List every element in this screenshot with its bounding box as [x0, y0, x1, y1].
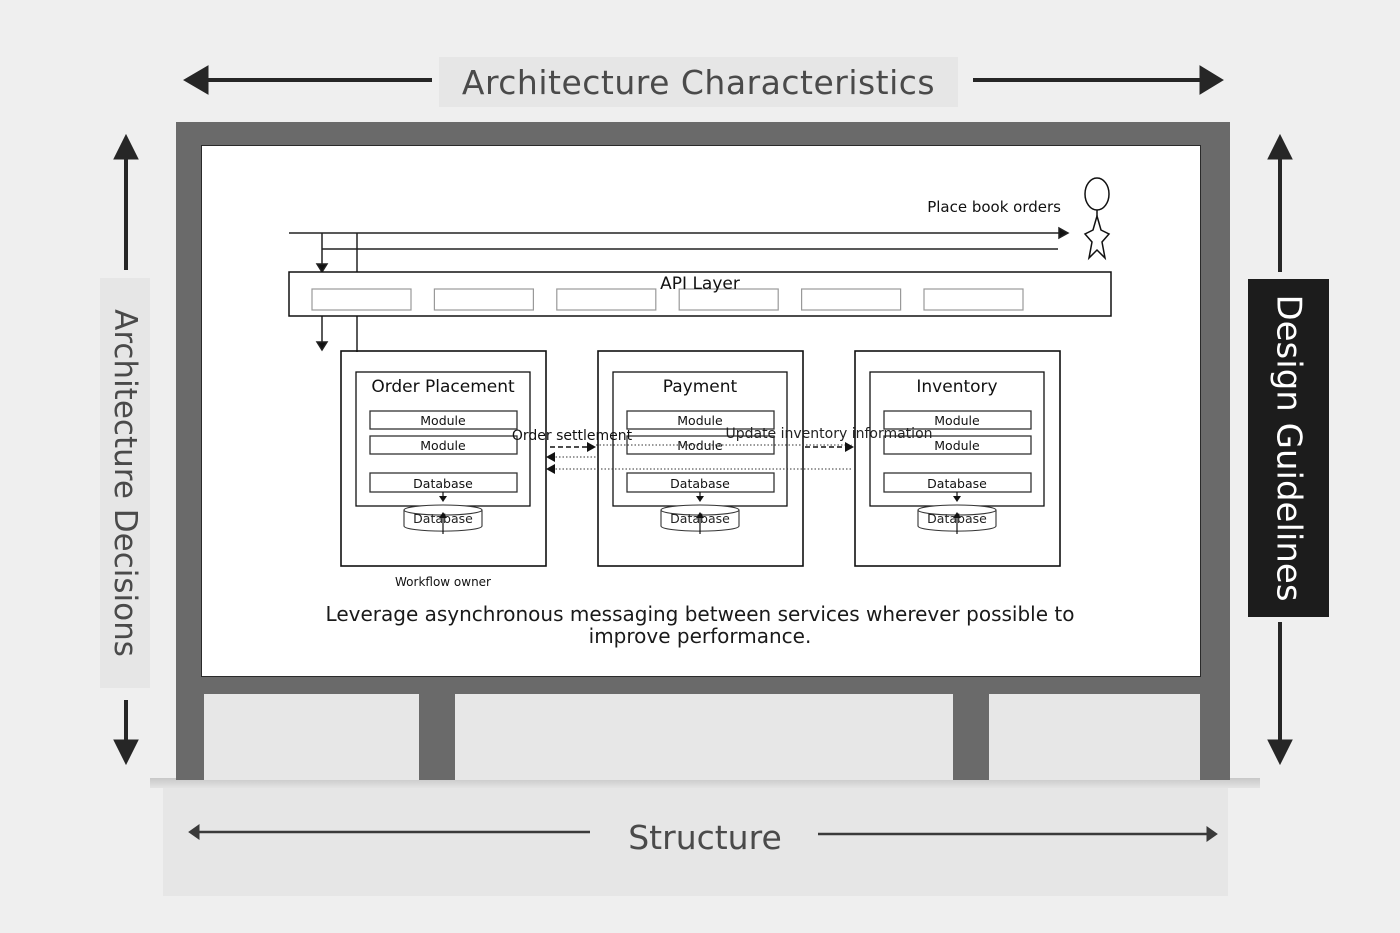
design-guidelines-label: Design Guidelines	[1248, 279, 1329, 617]
top-right-arrow	[973, 65, 1224, 95]
architecture-characteristics-text: Architecture Characteristics	[461, 62, 936, 102]
module-label: Module	[934, 413, 980, 428]
database-component-label: Database	[670, 476, 730, 491]
frame-top-beam	[176, 122, 1230, 146]
module-box	[369, 435, 518, 455]
frame-left-post	[176, 122, 204, 780]
frame-leg	[419, 690, 455, 780]
workflow-owner-label: Workflow owner	[395, 575, 491, 589]
module-label: Module	[677, 438, 723, 453]
top-left-arrow	[183, 65, 432, 95]
service-name: Payment	[663, 377, 738, 397]
module-box	[626, 410, 775, 430]
database-component-label: Database	[413, 476, 473, 491]
architecture-decisions-label: Architecture Decisions	[100, 278, 150, 688]
message-order-settlement: Order settlement	[512, 428, 852, 474]
module-box	[883, 410, 1032, 430]
service-boundary	[854, 350, 1061, 567]
structure-text: Structure	[628, 817, 782, 857]
arrow-down-icon	[439, 496, 447, 502]
arrow-up-icon	[439, 512, 447, 518]
message-update-inventory: Update inventory information	[725, 426, 933, 452]
left-down-arrow	[113, 700, 139, 766]
module-box	[369, 410, 518, 430]
api-layer: API Layer	[288, 271, 1112, 317]
actor-label: Place book orders	[927, 198, 1061, 216]
right-up-arrow	[1267, 133, 1293, 272]
ground-shadow	[150, 778, 1260, 788]
arrow-up-icon	[696, 512, 704, 518]
service-name: Order Placement	[371, 377, 515, 397]
message-label: Order settlement	[512, 428, 633, 444]
arrow-up-icon	[953, 512, 961, 518]
api-endpoint	[923, 288, 1024, 311]
module-label: Module	[934, 438, 980, 453]
module-label: Module	[420, 413, 466, 428]
architecture-characteristics-label: Architecture Characteristics	[439, 57, 958, 107]
diagram-caption: Leverage asynchronous messaging between …	[325, 602, 1075, 648]
arrow-down-icon	[696, 496, 704, 502]
module-label: Module	[420, 438, 466, 453]
frame-bottom-beam	[176, 676, 1230, 694]
arrow-down-icon	[953, 496, 961, 502]
frame-leg	[953, 690, 989, 780]
right-down-arrow	[1267, 622, 1293, 766]
database-component-label: Database	[927, 476, 987, 491]
module-box	[883, 435, 1032, 455]
api-endpoints	[311, 288, 1024, 311]
frame-right-post	[1200, 122, 1230, 780]
api-endpoint	[433, 288, 534, 311]
api-endpoint	[311, 288, 412, 311]
api-endpoint	[556, 288, 657, 311]
module-box	[626, 435, 775, 455]
service-boundary	[340, 350, 547, 567]
structure-band	[163, 784, 1228, 896]
services: Order PlacementModuleModuleDatabaseDatab…	[340, 350, 1061, 567]
frame-bays	[204, 694, 1200, 780]
structure-label: Structure	[595, 812, 815, 862]
left-up-arrow	[113, 133, 139, 270]
request-flow-lines	[289, 226, 1070, 352]
service-order-placement: Order PlacementModuleModuleDatabaseDatab…	[340, 350, 547, 567]
api-endpoint	[800, 288, 902, 311]
service-boundary	[597, 350, 804, 567]
api-layer-label: API Layer	[660, 274, 740, 294]
actor-icon	[1083, 177, 1111, 261]
message-label: Update inventory information	[725, 426, 932, 442]
module-label: Module	[677, 413, 723, 428]
service-name: Inventory	[916, 377, 997, 397]
api-endpoint	[678, 288, 779, 311]
